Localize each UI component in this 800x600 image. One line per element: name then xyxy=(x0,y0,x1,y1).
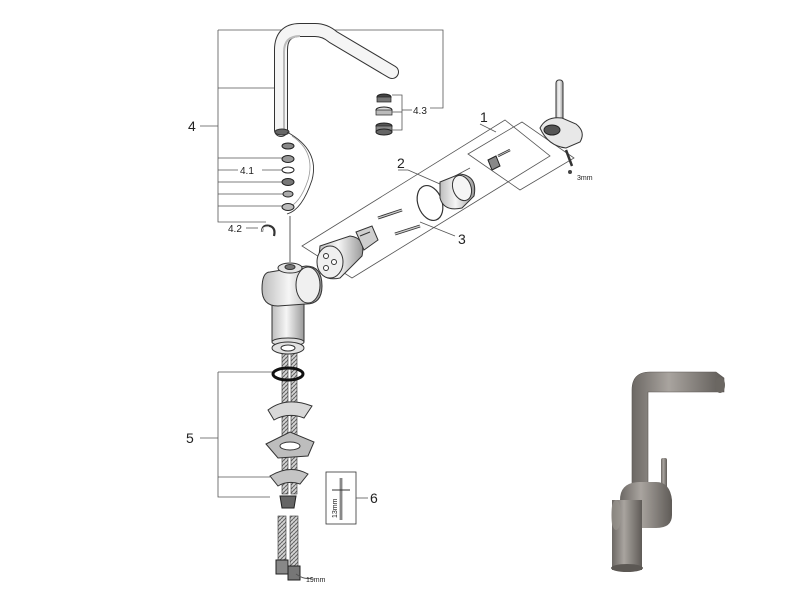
cartridge xyxy=(316,225,379,280)
faucet-body xyxy=(261,216,323,347)
label-2: 2 xyxy=(397,155,405,171)
product-photo xyxy=(611,371,725,572)
hose-fittings: 19mm xyxy=(275,515,326,584)
aerator-parts-4-1 xyxy=(281,142,295,211)
label-5: 5 xyxy=(186,430,194,446)
label-4-1: 4.1 xyxy=(240,166,254,177)
cartridge-screws xyxy=(377,208,421,236)
mounting-washers xyxy=(265,341,315,509)
spout xyxy=(274,23,399,215)
tool-6: 13mm 6 xyxy=(325,471,378,525)
bracket-1: 1 xyxy=(467,109,575,191)
label-3mm: 3mm xyxy=(577,175,593,182)
label-13mm: 13mm xyxy=(332,498,339,518)
label-4: 4 xyxy=(188,118,196,134)
label-4-2: 4.2 xyxy=(228,224,242,235)
label-1: 1 xyxy=(480,109,488,125)
bracket-5: 5 xyxy=(186,371,272,498)
label-4-3: 4.3 xyxy=(413,106,427,117)
label-19mm: 19mm xyxy=(306,577,326,584)
label-3: 3 xyxy=(458,231,466,247)
handle-lever: 3mm xyxy=(539,79,593,182)
aerator-4-3: 4.3 xyxy=(375,93,427,136)
bracket-4: 4 4.1 4.2 xyxy=(188,29,444,235)
nut xyxy=(487,148,511,171)
handle-cap xyxy=(439,173,476,210)
label-6: 6 xyxy=(370,490,378,506)
clip-4-2 xyxy=(260,224,276,237)
